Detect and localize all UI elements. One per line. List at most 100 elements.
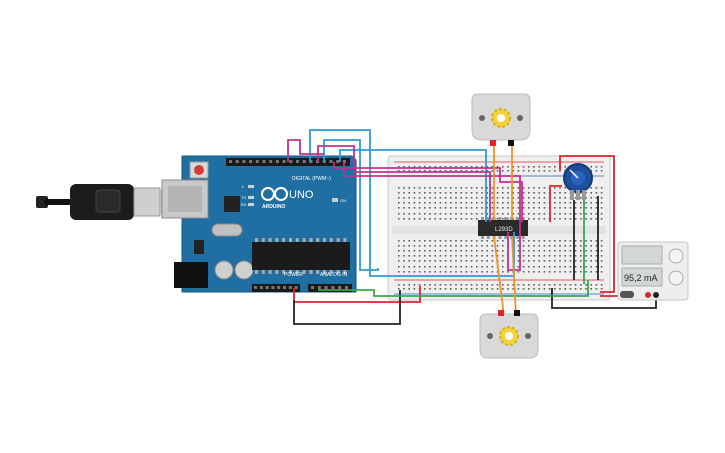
breadboard-hole [418, 207, 421, 209]
chip-pin [282, 270, 286, 274]
breadboard-hole [418, 202, 421, 204]
breadboard-hole [543, 213, 546, 215]
breadboard-hole [580, 255, 582, 257]
breadboard-hole [398, 288, 400, 290]
breadboard-hole [424, 187, 426, 189]
breadboard-hole [538, 260, 540, 262]
breadboard-hole [590, 213, 592, 215]
breadboard-hole [502, 288, 504, 290]
chip-pin [289, 238, 292, 242]
breadboard-hole [554, 218, 556, 220]
dc-motor-top[interactable] [471, 93, 531, 146]
breadboard-hole [528, 271, 530, 273]
breadboard-hole [590, 192, 592, 194]
breadboard-hole [522, 166, 525, 168]
breadboard-hole [491, 266, 494, 268]
breadboard-hole [496, 170, 499, 172]
breadboard-hole [439, 245, 442, 247]
l293d-chip[interactable]: L293D [478, 217, 528, 239]
breadboard-hole [574, 207, 577, 209]
arduino-uno-board[interactable]: UNO ARDUINO DIGITAL (PWM~) POWER ANALOG … [161, 155, 357, 293]
breadboard-hole [434, 170, 436, 172]
breadboard-hole [403, 218, 405, 220]
breadboard-hole [564, 284, 566, 286]
breadboard-hole [543, 207, 546, 209]
capacitor [234, 260, 254, 280]
breadboard-hole [543, 166, 546, 168]
breadboard-hole [600, 207, 603, 209]
wire-blue [309, 129, 371, 162]
breadboard-hole [460, 271, 462, 273]
breadboard-hole [538, 192, 540, 194]
breadboard-hole [512, 213, 514, 215]
current-knob[interactable] [668, 270, 684, 286]
power-switch[interactable] [620, 291, 634, 298]
breadboard-hole [522, 260, 525, 262]
voltage-knob[interactable] [668, 248, 684, 264]
breadboard-hole [434, 187, 436, 189]
breadboard-hole [600, 192, 603, 194]
dc-motor-bottom[interactable] [479, 310, 539, 359]
breadboard-hole [398, 260, 400, 262]
breadboard-hole [486, 170, 488, 172]
breadboard-hole [450, 187, 452, 189]
breadboard-hole [559, 170, 561, 172]
breadboard-hole [491, 202, 494, 204]
breadboard-hole [460, 255, 462, 257]
breadboard-hole [470, 266, 473, 268]
breadboard-hole [564, 218, 566, 220]
breadboard-hole [450, 240, 452, 242]
breadboard-hole [413, 284, 416, 286]
breadboard-hole [595, 266, 598, 268]
breadboard-hole [429, 250, 431, 252]
breadboard-hole [408, 240, 410, 242]
breadboard-hole [486, 284, 488, 286]
breadboard-hole [439, 255, 442, 257]
breadboard-hole [418, 240, 421, 242]
breadboard-hole [522, 250, 525, 252]
breadboard-hole [429, 170, 431, 172]
breadboard-hole [460, 288, 462, 290]
breadboard-hole [460, 260, 462, 262]
breadboard-hole [470, 213, 473, 215]
breadboard-hole [465, 260, 468, 262]
breadboard-hole [543, 240, 546, 242]
breadboard-hole [595, 197, 598, 199]
breadboard-hole [590, 240, 592, 242]
breadboard-hole [424, 260, 426, 262]
breadboard-hole [439, 218, 442, 220]
breadboard-hole [424, 170, 426, 172]
breadboard-hole [439, 166, 442, 168]
breadboard-hole [450, 250, 452, 252]
breadboard-hole [595, 260, 598, 262]
breadboard-hole [517, 213, 520, 215]
potentiometer[interactable] [563, 163, 593, 200]
breadboard-hole [465, 245, 468, 247]
power-supply[interactable]: 95,2 mA [617, 241, 689, 301]
breadboard-hole [413, 213, 416, 215]
breadboard-hole [413, 260, 416, 262]
breadboard-hole [522, 170, 525, 172]
breadboard-hole [590, 207, 592, 209]
breadboard-hole [439, 197, 442, 199]
breadboard-hole [491, 245, 494, 247]
breadboard-hole [398, 245, 400, 247]
breadboard-hole [522, 187, 525, 189]
breadboard-hole [496, 197, 499, 199]
breadboard-hole [455, 250, 457, 252]
breadboard-hole [502, 197, 504, 199]
breadboard-hole [439, 192, 442, 194]
breadboard-hole [481, 166, 483, 168]
breadboard-hole [580, 207, 582, 209]
header-pin [277, 286, 281, 289]
breadboard-hole [481, 255, 483, 257]
breadboard-hole [398, 218, 400, 220]
breadboard-hole [481, 213, 483, 215]
breadboard-hole [408, 260, 410, 262]
breadboard-hole [460, 202, 462, 204]
breadboard-hole [455, 288, 457, 290]
breadboard-hole [429, 260, 431, 262]
breadboard-hole [439, 207, 442, 209]
breadboard-hole [444, 218, 447, 220]
chip-pin [336, 238, 340, 242]
